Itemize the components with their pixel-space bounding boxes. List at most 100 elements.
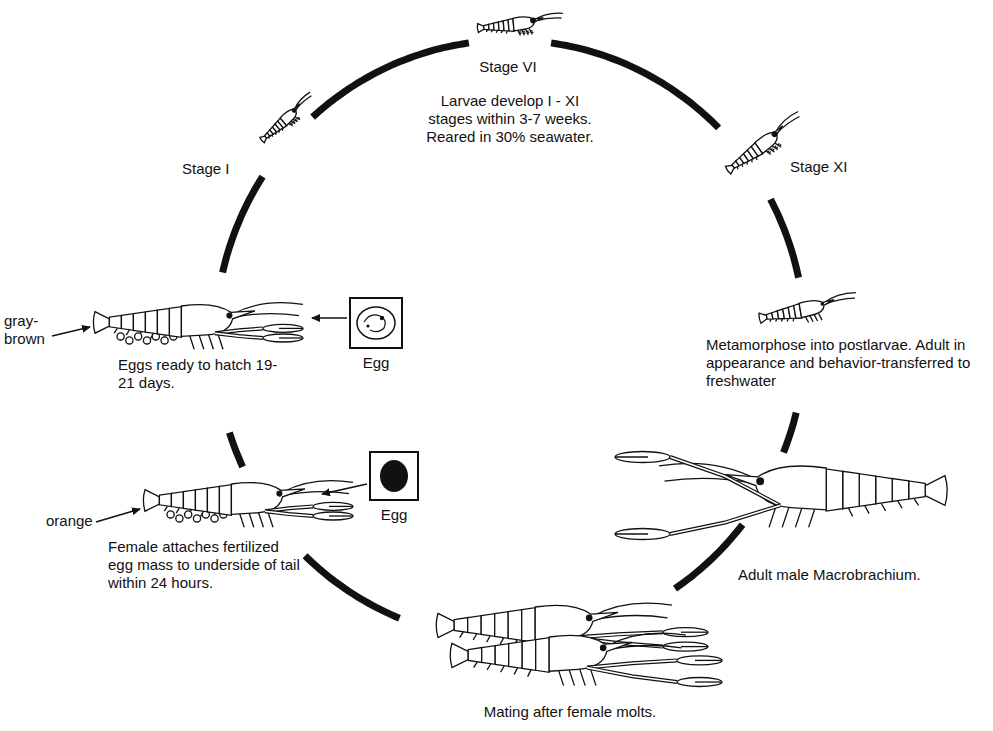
claw xyxy=(313,502,353,510)
claw xyxy=(615,529,670,540)
abdomen-segment xyxy=(495,644,509,667)
egg-outline xyxy=(357,307,395,339)
abdomen-segment xyxy=(843,471,860,508)
abdomen-segment xyxy=(183,490,195,510)
eye xyxy=(757,478,764,485)
leader-arrow xyxy=(52,327,90,336)
swimmeret xyxy=(848,508,852,517)
stage-label: Stage VI xyxy=(479,58,537,76)
egg-label: Egg xyxy=(381,506,408,524)
claw-split xyxy=(615,456,648,457)
walking-leg xyxy=(199,335,204,349)
eye xyxy=(530,18,535,23)
larva-stage-vi xyxy=(477,13,565,40)
egg-label: Egg xyxy=(363,354,390,372)
egg-mass xyxy=(135,333,142,340)
eye xyxy=(277,491,282,496)
walking-leg xyxy=(569,669,574,685)
tail-fan xyxy=(925,476,947,506)
abdomen-segment xyxy=(909,481,926,499)
swimmeret xyxy=(176,508,179,513)
abdomen-segment xyxy=(169,307,181,338)
female-orange xyxy=(143,481,353,528)
egg-mass xyxy=(126,337,133,344)
tail-fan xyxy=(477,23,484,32)
stage-label: Stage XI xyxy=(790,158,848,176)
embryo-sketch xyxy=(364,315,385,332)
claw-split xyxy=(695,681,722,682)
claw-split xyxy=(329,515,353,516)
swimmeret xyxy=(865,505,869,513)
color-label: orange xyxy=(46,512,93,530)
walking-leg xyxy=(259,513,264,527)
claw xyxy=(263,324,303,332)
abdomen-segment xyxy=(536,638,550,673)
abdomen-segment xyxy=(481,614,495,637)
abdomen-segment xyxy=(859,474,876,507)
walking-leg xyxy=(249,513,254,527)
cycle-arc xyxy=(229,433,242,467)
abdomen-segment xyxy=(454,618,468,633)
egg-frame xyxy=(370,452,418,500)
walking-leg xyxy=(782,508,789,528)
egg-mass xyxy=(161,337,168,344)
abdomen-segment xyxy=(171,492,183,509)
egg-dark xyxy=(380,460,408,492)
center-note: Larvae develop I - XI stages within 3-7 … xyxy=(418,92,603,146)
eye xyxy=(601,645,606,650)
swimmeret xyxy=(514,668,518,675)
postlarva xyxy=(758,292,860,331)
abdomen-segment xyxy=(495,612,509,639)
abdomen-segment xyxy=(482,646,496,665)
abdomen-segment xyxy=(826,469,843,511)
abdomen-segment xyxy=(157,308,169,335)
walking-leg xyxy=(814,314,817,321)
tail-fan xyxy=(93,312,109,334)
walking-leg xyxy=(218,335,223,349)
carapace xyxy=(755,124,789,154)
eye xyxy=(227,313,232,318)
claw-split xyxy=(279,328,303,329)
eye xyxy=(292,108,297,113)
claw xyxy=(677,678,722,687)
claw-split xyxy=(681,632,708,633)
stage-label: Stage I xyxy=(182,160,230,178)
cheliped-outline xyxy=(670,505,780,534)
claw-split xyxy=(329,506,353,507)
larva-stage-i xyxy=(258,92,320,147)
antenna xyxy=(292,92,312,110)
cheliped-outline xyxy=(265,511,313,516)
adult-male xyxy=(615,452,947,540)
swimmeret xyxy=(881,503,885,511)
cheliped-outline xyxy=(587,668,677,682)
stage-note: Female attaches fertilized egg mass to u… xyxy=(108,538,308,592)
swimmeret xyxy=(898,501,902,508)
leader-arrow xyxy=(312,317,347,319)
cycle-arcs xyxy=(223,43,799,618)
figure-caption: Adult male Macrobrachium. xyxy=(738,566,921,584)
swimmeret xyxy=(460,632,464,637)
larva-leg xyxy=(529,28,534,35)
walking-leg xyxy=(239,513,244,527)
swimmeret xyxy=(487,636,491,642)
swimmeret xyxy=(500,638,504,645)
walking-leg xyxy=(591,669,596,685)
claw xyxy=(615,452,670,463)
egg-box xyxy=(350,298,402,348)
abdomen-segment xyxy=(876,476,893,504)
abdomen-segment xyxy=(145,310,157,334)
swimmeret xyxy=(473,634,477,640)
abdomen-segment xyxy=(219,485,231,516)
stage-note: Eggs ready to hatch 19-21 days. xyxy=(118,356,278,392)
egg-mass xyxy=(143,337,150,344)
walking-leg xyxy=(189,335,194,349)
walking-leg xyxy=(209,335,214,349)
cheliped-outline xyxy=(587,660,677,667)
cycle-arc xyxy=(223,177,263,273)
abdomen-segment xyxy=(121,314,133,331)
carapace xyxy=(513,15,544,31)
eye xyxy=(821,303,824,306)
cycle-arc xyxy=(784,413,797,453)
antenna xyxy=(772,111,800,133)
